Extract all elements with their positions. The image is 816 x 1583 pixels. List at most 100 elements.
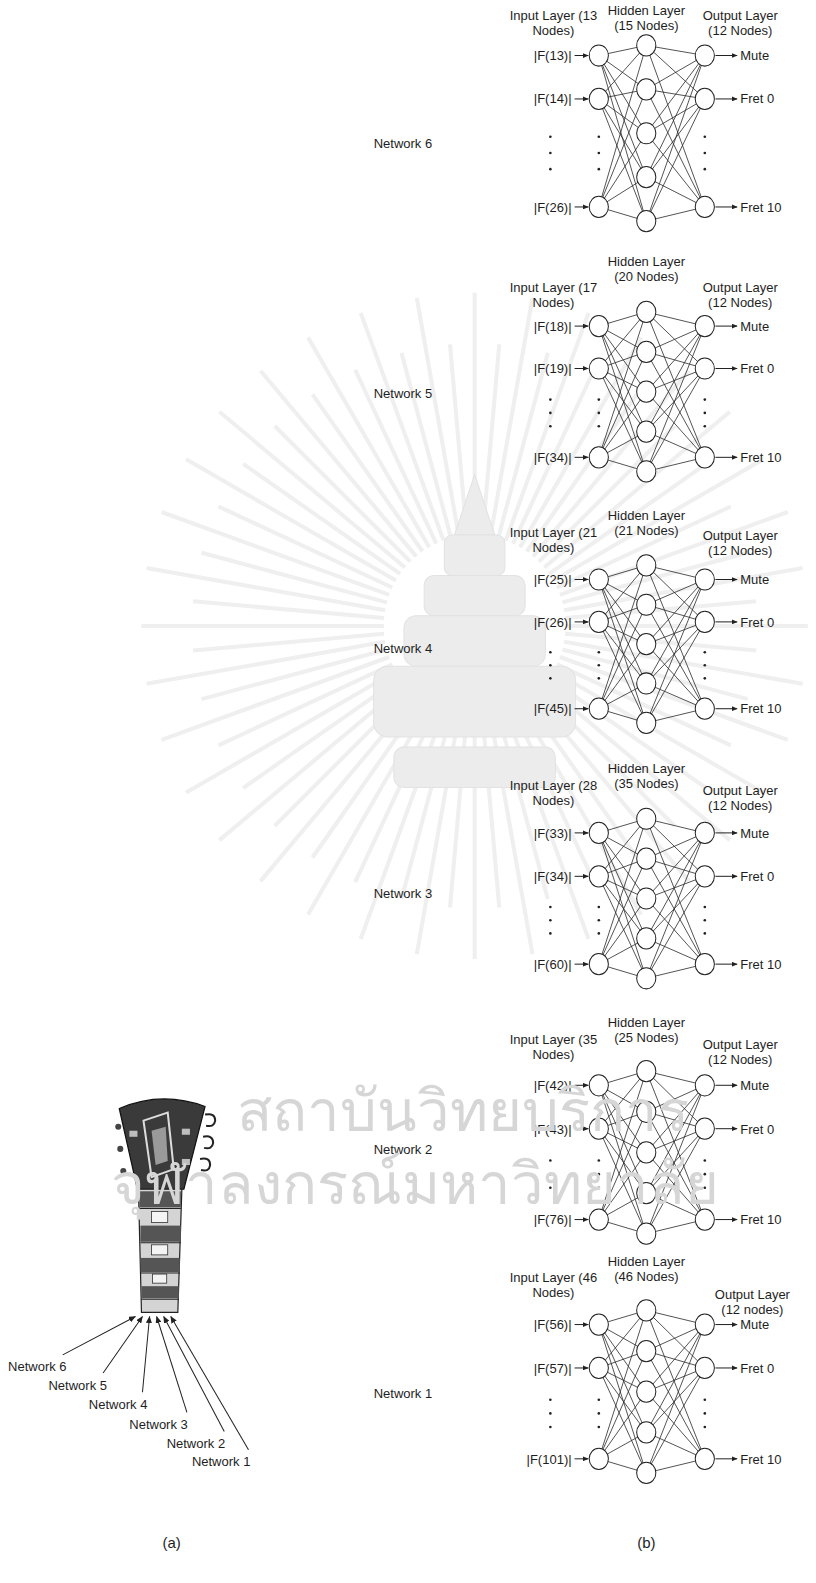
leader-line bbox=[164, 1316, 225, 1431]
emblem-ray bbox=[186, 459, 396, 580]
input-neuron bbox=[589, 569, 608, 590]
hidden-neuron bbox=[637, 1223, 656, 1244]
emblem-ray bbox=[506, 711, 589, 939]
input-arrow bbox=[575, 368, 589, 369]
network-graph bbox=[549, 301, 737, 482]
emblem-ray bbox=[218, 664, 392, 745]
hidden-neuron bbox=[637, 123, 656, 144]
input-feature: |F(26)| bbox=[534, 615, 572, 630]
output-arrow bbox=[715, 206, 737, 207]
ellipsis-dot bbox=[597, 425, 600, 428]
output-neuron bbox=[695, 569, 714, 590]
output-neuron bbox=[695, 698, 714, 719]
weight-line bbox=[646, 565, 705, 622]
layer-heading: Input Layer (17 Nodes) bbox=[508, 280, 598, 310]
emblem-ray bbox=[490, 298, 532, 537]
weight-line bbox=[646, 45, 705, 207]
weight-line bbox=[646, 644, 705, 709]
input-arrow bbox=[575, 579, 589, 580]
weight-line bbox=[646, 1392, 705, 1459]
leader-line bbox=[142, 1316, 149, 1392]
emblem-tier bbox=[444, 535, 505, 575]
hidden-neuron bbox=[637, 634, 656, 655]
fret-marker bbox=[153, 1274, 167, 1283]
output-neuron bbox=[695, 88, 714, 109]
network-graph bbox=[549, 808, 737, 989]
output-neuron bbox=[695, 866, 714, 887]
network-callout: Network 4 bbox=[89, 1397, 148, 1412]
input-arrow bbox=[575, 964, 589, 965]
hidden-neuron bbox=[637, 1300, 656, 1321]
input-feature: |F(60)| bbox=[534, 957, 572, 972]
network-label: Network 6 bbox=[374, 136, 433, 151]
ellipsis-dot bbox=[549, 168, 552, 171]
ellipsis-dot bbox=[704, 677, 707, 680]
ellipsis-dot bbox=[704, 906, 707, 909]
fret-wire bbox=[140, 1242, 180, 1243]
input-feature: |F(26)| bbox=[534, 200, 572, 215]
input-feature: |F(101)| bbox=[527, 1452, 572, 1467]
weight-line bbox=[599, 1325, 646, 1433]
panel-label: (a) bbox=[163, 1534, 181, 1552]
ellipsis-dot bbox=[549, 152, 552, 155]
network-label: Network 1 bbox=[374, 1386, 433, 1401]
ellipsis-dot bbox=[704, 152, 707, 155]
network-label: Network 5 bbox=[374, 386, 433, 401]
layer-heading: Hidden Layer (15 Nodes) bbox=[601, 3, 691, 33]
output-neuron bbox=[695, 447, 714, 468]
ellipsis-dot bbox=[704, 919, 707, 922]
output-arrow bbox=[715, 1085, 737, 1086]
leader-line bbox=[63, 1316, 136, 1354]
output-class: Mute bbox=[740, 572, 769, 587]
input-neuron bbox=[589, 954, 608, 975]
hidden-neuron bbox=[637, 79, 656, 100]
network-label: Network 3 bbox=[374, 886, 433, 901]
weight-line bbox=[599, 579, 646, 683]
layer-heading: Input Layer (35 Nodes) bbox=[508, 1032, 598, 1062]
input-neuron bbox=[589, 447, 608, 468]
input-arrow bbox=[575, 1367, 589, 1368]
output-arrow bbox=[715, 1458, 737, 1459]
input-arrow bbox=[575, 876, 589, 877]
emblem-ray bbox=[483, 716, 500, 907]
network-callout: Network 3 bbox=[129, 1417, 188, 1432]
leader-line bbox=[103, 1316, 142, 1373]
ellipsis-dot bbox=[549, 425, 552, 428]
output-neuron bbox=[695, 822, 714, 843]
output-arrow bbox=[715, 1128, 737, 1129]
network-graph bbox=[549, 555, 737, 734]
ellipsis-dot bbox=[597, 1426, 600, 1429]
hidden-neuron bbox=[637, 808, 656, 829]
weight-line bbox=[646, 1368, 705, 1432]
ellipsis-dot bbox=[704, 398, 707, 401]
input-arrow bbox=[575, 326, 589, 327]
weight-line bbox=[646, 1325, 705, 1392]
hidden-neuron bbox=[637, 555, 656, 576]
hidden-neuron bbox=[637, 712, 656, 733]
hidden-neuron bbox=[637, 1462, 656, 1483]
input-neuron bbox=[589, 866, 608, 887]
output-neuron bbox=[695, 196, 714, 217]
emblem-ray bbox=[141, 624, 383, 628]
input-arrow bbox=[575, 832, 589, 833]
weight-line bbox=[646, 833, 705, 938]
emblem-rays bbox=[141, 293, 807, 959]
headstock-inlay bbox=[182, 1129, 190, 1135]
tuning-peg bbox=[203, 1136, 213, 1148]
ellipsis-dot bbox=[597, 1412, 600, 1415]
input-neuron bbox=[589, 1448, 608, 1469]
hidden-neuron bbox=[637, 1340, 656, 1361]
ellipsis-dot bbox=[549, 1426, 552, 1429]
hidden-neuron bbox=[637, 594, 656, 615]
output-arrow bbox=[715, 964, 737, 965]
ellipsis-dot bbox=[597, 677, 600, 680]
weight-line bbox=[646, 392, 705, 458]
ellipsis-dot bbox=[549, 932, 552, 935]
input-arrow bbox=[575, 1324, 589, 1325]
neural-networks bbox=[549, 35, 737, 1484]
ellipsis-dot bbox=[597, 168, 600, 171]
network-callout: Network 6 bbox=[8, 1359, 67, 1374]
emblem-ray bbox=[312, 394, 422, 551]
output-arrow bbox=[715, 876, 737, 877]
emblem-ray bbox=[553, 671, 763, 792]
